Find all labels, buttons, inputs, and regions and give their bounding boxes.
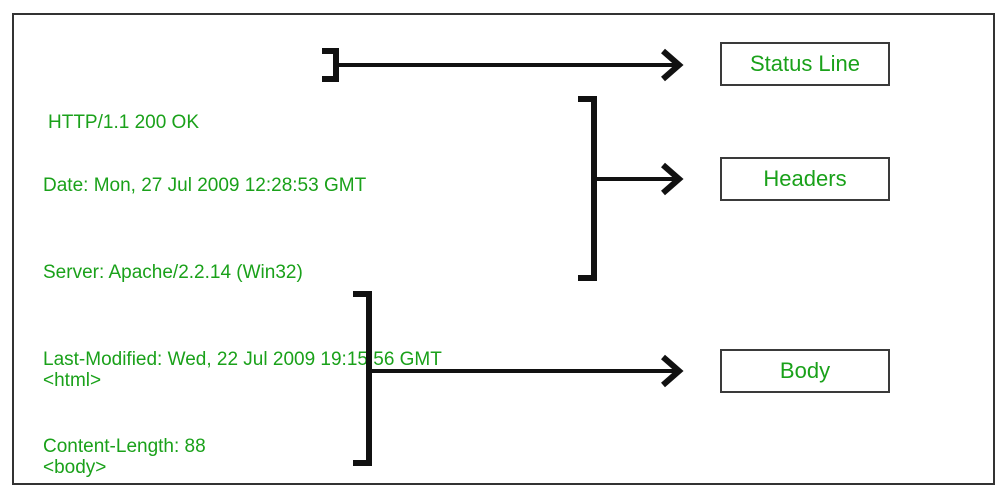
body-label-box: Body	[720, 349, 890, 393]
status-line-label: Status Line	[749, 51, 861, 76]
header-line: Content-Length: 88	[43, 436, 206, 457]
diagram-frame	[12, 13, 995, 485]
status-line-text-block: HTTP/1.1 200 OK	[48, 55, 199, 190]
body-line: <html>	[43, 370, 102, 391]
body-text-block: <html> <body> <h1>Hello, World!</h1> </b…	[43, 308, 243, 499]
body-label: Body	[779, 358, 831, 383]
status-line-value: HTTP/1.1 200 OK	[48, 112, 200, 133]
header-line: Date: Mon, 27 Jul 2009 12:28:53 GMT	[43, 175, 367, 196]
headers-label: Headers	[763, 166, 847, 191]
header-line: Last-Modified: Wed, 22 Jul 2009 19:15:56…	[43, 349, 442, 370]
status-line-label-box: Status Line	[720, 42, 890, 86]
headers-text-block: Date: Mon, 27 Jul 2009 12:28:53 GMT Serv…	[43, 113, 442, 499]
headers-label-box: Headers	[720, 157, 890, 201]
body-line: <body>	[43, 457, 107, 478]
header-line: Server: Apache/2.2.14 (Win32)	[43, 262, 303, 283]
